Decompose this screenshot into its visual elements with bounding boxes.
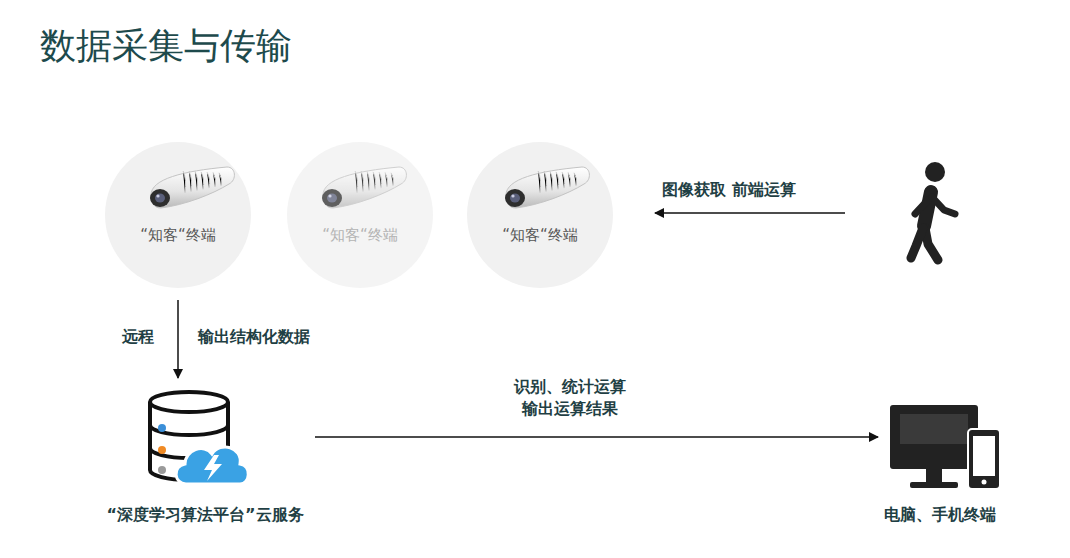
node-label: “知客“终端: [467, 226, 613, 245]
camera-icon: [322, 167, 406, 208]
icon-part: [982, 480, 987, 485]
node-label: 电脑、手机终端: [878, 505, 1002, 526]
camera-icon: [150, 167, 234, 208]
terminal-node: “知客“终端: [467, 142, 613, 288]
edge-label: 输出结构化数据: [198, 327, 310, 348]
edge-label: 识别、统计运算 输出运算结果: [509, 376, 631, 420]
camera-icon: [505, 167, 589, 208]
icon-part: [158, 424, 166, 432]
annotation-label: 图像获取 前端运算: [662, 180, 796, 201]
flow-arrow: [177, 300, 179, 378]
icon-part: [910, 482, 958, 488]
icon-part: [973, 436, 995, 476]
icon-part: [925, 228, 938, 260]
capture-arrow: [655, 212, 845, 214]
icon-part: [925, 162, 945, 182]
flow-arrow: [315, 436, 878, 438]
icon-part: [204, 455, 222, 481]
computer-icon: [890, 405, 1000, 489]
terminal-node: “知客“终端: [105, 142, 251, 288]
icon-part: [900, 414, 968, 444]
annotation-label: 远程: [122, 327, 154, 348]
icon-part: [932, 197, 955, 214]
node-label: “知客“终端: [105, 226, 251, 245]
node-label: “知客“终端: [287, 226, 433, 245]
icon-part: [176, 447, 248, 484]
terminal-node: “知客“终端: [287, 142, 433, 288]
icon-part: [926, 469, 942, 483]
icon-part: [150, 392, 228, 412]
database-icon: [150, 392, 248, 484]
icon-part: [915, 200, 928, 214]
icon-part: [158, 466, 166, 474]
terminal-circle: [287, 142, 433, 288]
cloud-platform-node: “深度学习算法平台”云服务: [95, 378, 315, 530]
person-icon: [911, 162, 955, 260]
icon-part: [890, 405, 978, 469]
node-label: “深度学习算法平台”云服务: [95, 505, 315, 526]
device-node: 电脑、手机终端: [878, 400, 1002, 530]
terminal-circle: [467, 142, 613, 288]
icon-part: [158, 446, 166, 454]
terminal-circle: [105, 142, 251, 288]
diagram-title: 数据采集与传输: [40, 22, 292, 71]
icon-part: [150, 425, 228, 435]
icon-part: [968, 429, 1000, 489]
icon-part: [911, 228, 923, 258]
